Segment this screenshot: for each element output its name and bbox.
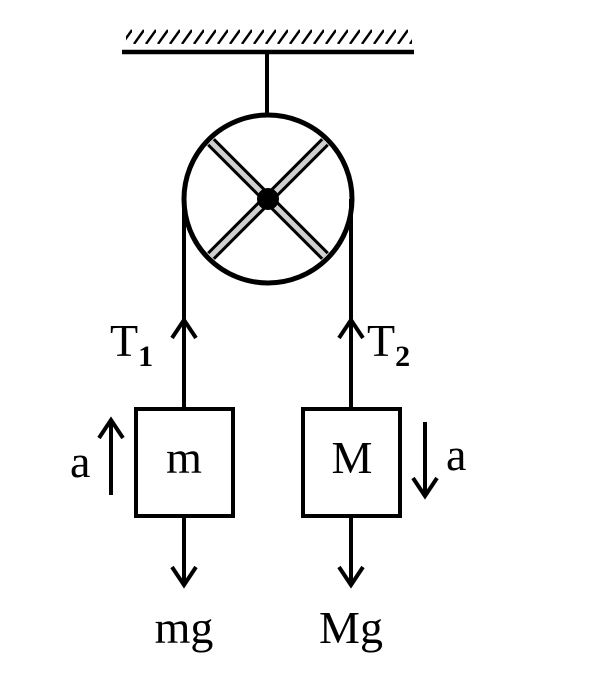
tension-arrow-left [170, 316, 198, 340]
tension-arrow-right [337, 316, 365, 340]
accel-arrow-left-head [97, 416, 125, 440]
pulley [181, 112, 355, 286]
weight-arrow-left-head [170, 565, 198, 589]
weight-label-left: mg [155, 602, 214, 653]
ceiling-hatching [126, 28, 412, 50]
weight-label-right: Mg [319, 602, 383, 653]
tension-label-left: T1 [110, 315, 153, 373]
weight-arrow-right-head [337, 565, 365, 589]
accel-label-left: a [70, 436, 90, 487]
accel-label-right: a [446, 429, 466, 480]
ceiling-support [122, 28, 414, 55]
tension-label-right: T2 [367, 315, 410, 373]
block-m [134, 407, 235, 518]
accel-arrow-right-head [411, 476, 439, 500]
block-m-label: m [166, 432, 202, 483]
block-M-label: M [332, 432, 373, 483]
pulley-axle [257, 188, 279, 210]
